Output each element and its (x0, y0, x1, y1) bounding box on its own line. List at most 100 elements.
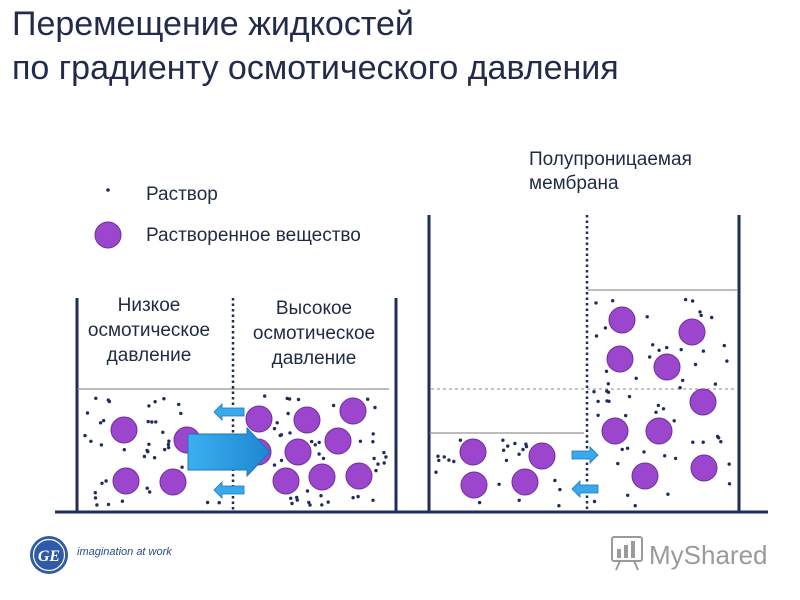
solvent-dot (513, 441, 517, 446)
solvent-dot (521, 447, 525, 452)
solvent-dot (642, 450, 646, 454)
solvent-dot (725, 359, 729, 363)
membrane-label-line-1: Полупроницаемая (529, 149, 692, 170)
solvent-dot (331, 403, 336, 408)
solute-particle (678, 318, 706, 346)
low-pressure-line-2: осмотическое (87, 320, 211, 341)
solvent-dot (317, 452, 321, 456)
solvent-dot (710, 315, 714, 320)
solute-particle (608, 306, 636, 334)
solvent-dot (436, 454, 440, 458)
solvent-dot (205, 500, 210, 505)
solvent-dot (308, 503, 312, 507)
solvent-dot (305, 489, 310, 493)
solvent-dot (434, 470, 438, 474)
solvent-dot (683, 297, 688, 302)
solvent-dot (154, 420, 158, 424)
solvent-dot (384, 455, 388, 459)
solute-particle (459, 438, 487, 466)
solvent-dot (690, 299, 695, 303)
solute-particle (606, 345, 634, 373)
solvent-dot (288, 431, 292, 435)
solvent-dot (698, 310, 702, 314)
solvent-dot (180, 465, 184, 469)
solvent-dot (166, 445, 171, 450)
solvent-dot (317, 440, 321, 445)
solvent-dot (371, 440, 375, 444)
solvent-dot (166, 442, 171, 447)
solvent-dot (287, 397, 292, 401)
solute-particle (631, 462, 659, 490)
solvent-dot (289, 496, 293, 500)
title-line-2: по градиенту осмотического давления (12, 49, 619, 87)
solute-particle (308, 463, 336, 491)
solvent-dot (148, 490, 152, 494)
solvent-dot (672, 419, 676, 423)
solvent-dot (678, 386, 682, 390)
low-pressure-line-1: Низкое (117, 295, 181, 316)
solvent-dot (605, 389, 609, 393)
solvent-dot (279, 433, 284, 437)
slide-title: Перемещение жидкостей по градиенту осмот… (12, 2, 619, 90)
solute-particle (339, 397, 367, 425)
solvent-dot (374, 468, 378, 473)
solvent-dot (693, 362, 698, 367)
solvent-dot (458, 438, 463, 442)
solvent-dot (106, 502, 111, 507)
solvent-dot (596, 399, 600, 404)
solvent-dot (504, 458, 509, 463)
solvent-dot (382, 461, 386, 465)
legend-solute-label: Растворенное вещество (146, 225, 361, 246)
solvent-dot (106, 398, 111, 402)
solvent-dot (146, 419, 150, 424)
high-pressure-line-1: Высокое (275, 298, 353, 319)
solvent-dot (722, 343, 726, 348)
solvent-dot (673, 456, 678, 461)
solvent-dot (83, 433, 87, 438)
solvent-dot (358, 439, 363, 443)
big-flow-arrow (187, 426, 271, 478)
solute-particle (601, 417, 629, 445)
small-back-arrow-top (213, 403, 245, 421)
solvent-dot (307, 500, 311, 505)
ge-tagline: imagination at work (77, 546, 172, 558)
solvent-dot (373, 405, 377, 410)
solvent-dot (620, 447, 624, 452)
solvent-dot (596, 413, 600, 417)
title-line-1: Перемещение жидкостей (12, 5, 414, 43)
solute-particle (528, 442, 556, 470)
solvent-dot (679, 347, 683, 352)
solute-particle (245, 405, 273, 433)
solvent-dot (625, 446, 630, 450)
solvent-dot (145, 448, 149, 453)
solvent-dot (279, 458, 284, 463)
myshared-watermark: MyShared (649, 540, 768, 570)
solute-particle (645, 417, 673, 445)
solvent-dot (263, 394, 267, 398)
solute-particle (653, 353, 681, 381)
solvent-dot (648, 355, 652, 359)
solvent-dot (295, 498, 299, 502)
solvent-dot (98, 421, 103, 425)
solute-particle (690, 454, 718, 482)
high-pressure-line-2: осмотическое (252, 323, 376, 344)
solvent-dot (592, 390, 596, 394)
solvent-dot (161, 430, 165, 434)
solvent-dot (372, 456, 376, 461)
solvent-dot (727, 482, 732, 486)
solvent-dot (626, 493, 630, 497)
solvent-dot (104, 479, 108, 483)
solvent-dot (371, 432, 375, 436)
solvent-dot (320, 503, 324, 507)
solvent-dot (452, 459, 456, 464)
solvent-dot (371, 498, 375, 502)
solvent-dot (558, 487, 562, 492)
high-pressure-line-3: давление (271, 348, 357, 369)
solvent-dot (310, 439, 314, 444)
solvent-dot (624, 413, 628, 418)
solvent-dot (713, 382, 718, 386)
solvent-dot (321, 456, 326, 461)
solvent-dot (611, 299, 615, 303)
solvent-dot (654, 410, 658, 414)
